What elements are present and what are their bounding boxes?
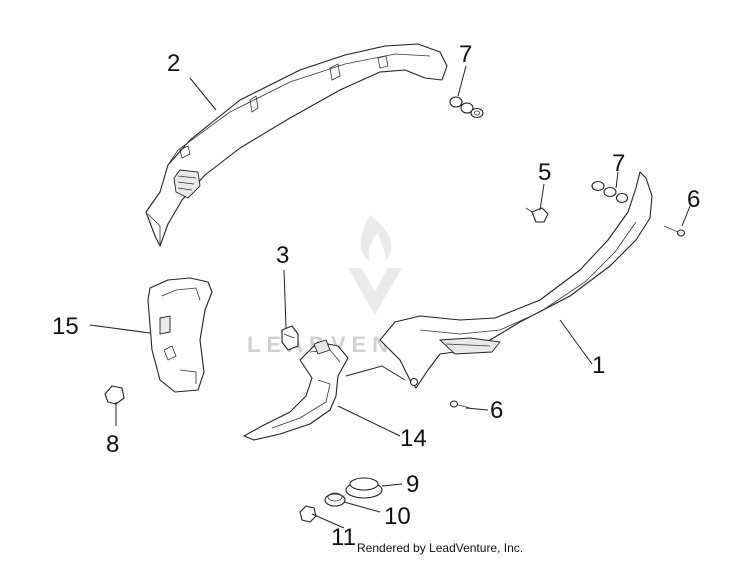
callout-4: 5 <box>538 159 551 186</box>
part-14-bracket <box>243 339 349 441</box>
leader-lines <box>89 65 691 529</box>
part-9-grommet <box>345 477 383 499</box>
callout-9: 9 <box>406 471 419 498</box>
part-15-panel <box>147 277 213 393</box>
callout-14: 14 <box>400 425 427 452</box>
callout-2: 2 <box>167 50 180 77</box>
callout-5: 6 <box>687 186 700 213</box>
callout-10: 10 <box>384 503 411 530</box>
callout-1: 1 <box>592 352 605 379</box>
callout-7-right: 7 <box>612 150 625 177</box>
part-5-screw <box>663 225 686 237</box>
footer-credit: Rendered by LeadVenture, Inc. <box>357 541 524 555</box>
part-8-grommet <box>104 385 125 405</box>
part-7-nut-upper <box>449 96 484 119</box>
part-2-cover <box>145 43 448 247</box>
callout-11: 11 <box>331 524 356 551</box>
part-4-clip <box>525 207 549 223</box>
part-7-nut-right <box>591 180 629 204</box>
part-11-grommet <box>299 505 317 523</box>
part-6-screw <box>449 400 471 409</box>
callout-15: 15 <box>52 313 79 340</box>
callout-6: 6 <box>490 397 503 424</box>
part-3-clip <box>281 325 299 351</box>
callout-3: 3 <box>276 242 289 269</box>
callout-8: 8 <box>106 431 119 458</box>
callout-7-upper: 7 <box>459 41 472 68</box>
part-10-grommet <box>324 492 346 507</box>
part-1-cover <box>379 171 653 389</box>
